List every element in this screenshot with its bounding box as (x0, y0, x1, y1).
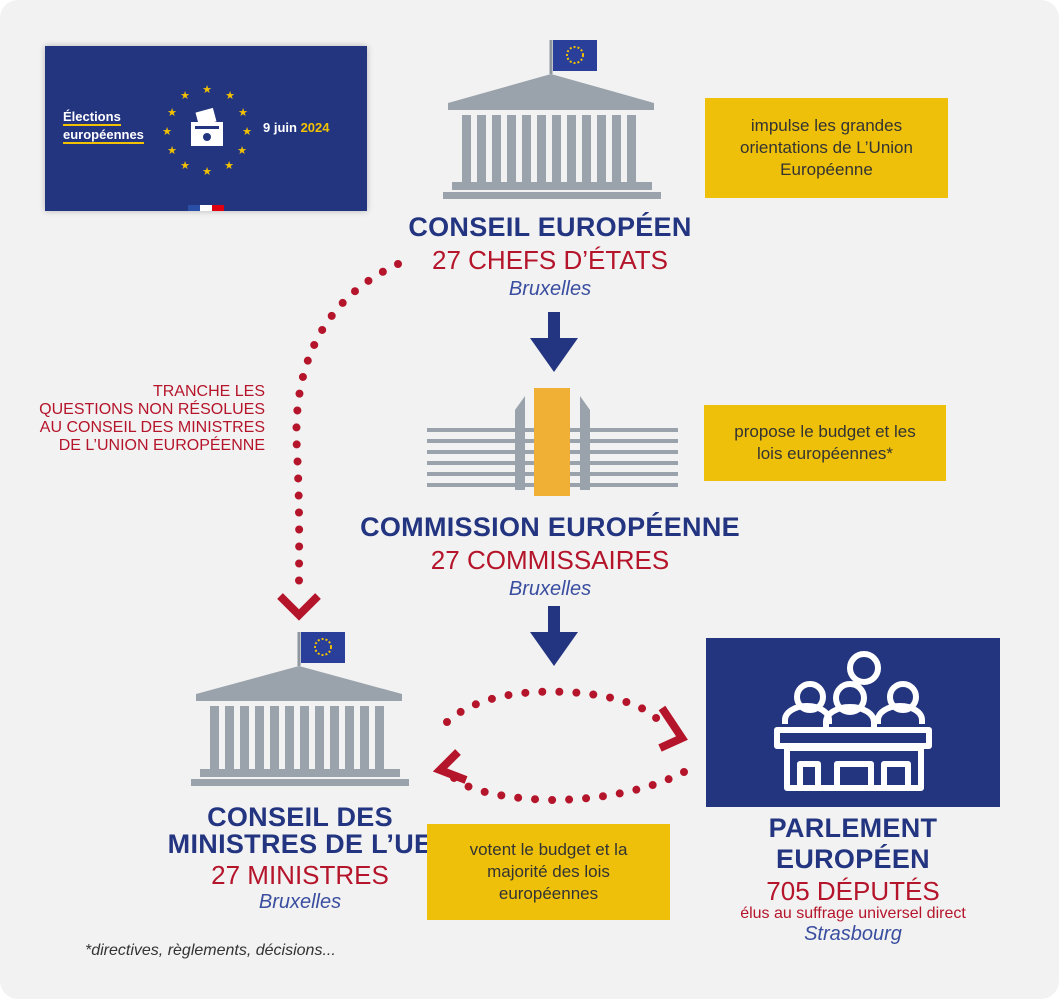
dotted-arrow-path (443, 687, 664, 726)
badge-title-line2: européennes (63, 127, 144, 144)
commission-block: COMMISSION EUROPÉENNE 27 COMMISSAIRES Br… (350, 512, 750, 601)
side-note-line1: TRANCHE LES (152, 383, 265, 400)
conseil-ministres-title-line2: MINISTRES DE L’UE (167, 829, 433, 859)
commission-role-box: propose le budget et les lois européenne… (704, 405, 946, 481)
building-icon (191, 632, 409, 786)
conseil-ministres-city: Bruxelles (258, 891, 342, 913)
svg-text:★: ★ (180, 159, 190, 172)
joint-role-box: votent le budget et la majorité des lois… (427, 824, 670, 920)
arrowhead-left-icon (432, 749, 468, 784)
conseil-europeen-role: impulse les grandes orientations de L’Un… (740, 116, 913, 179)
side-note-line4: DE L’UNION EUROPÉENNE (58, 437, 265, 454)
parlement-subtitle: élus au suffrage universel direct (740, 905, 966, 922)
commission-role: propose le budget et les lois européenne… (734, 422, 916, 463)
svg-text:★: ★ (237, 144, 247, 157)
svg-text:★: ★ (238, 106, 248, 119)
parliament-icon (706, 638, 1000, 807)
badge-title-line1: Élections (63, 109, 121, 126)
side-note: TRANCHE LES QUESTIONS NON RÉSOLUES AU CO… (20, 383, 265, 455)
joint-role: votent le budget et la majorité des lois… (469, 840, 628, 903)
arrow-down-icon (530, 312, 578, 372)
svg-text:★: ★ (202, 165, 212, 178)
svg-text:★: ★ (167, 144, 177, 157)
badge-date-day: 9 juin (263, 120, 297, 135)
svg-text:★: ★ (202, 83, 212, 96)
dotted-arrow-path (292, 260, 402, 589)
eu-flag-icon (301, 632, 345, 663)
commission-count: 27 COMMISSAIRES (430, 545, 670, 575)
svg-text:★: ★ (167, 106, 177, 119)
svg-text:★: ★ (224, 159, 234, 172)
arrowhead-down-icon (277, 593, 321, 621)
eu-flag-icon (553, 40, 597, 71)
side-note-line3: AU CONSEIL DES MINISTRES (39, 419, 265, 436)
parlement-count: 705 DÉPUTÉS (766, 876, 940, 906)
conseil-europeen-city: Bruxelles (508, 278, 592, 300)
elections-badge: Élections européennes ★★★ ★★★ ★★★ ★★★ 9 … (45, 46, 367, 211)
conseil-europeen-role-box: impulse les grandes orientations de L’Un… (705, 98, 948, 198)
parlement-block: PARLEMENT EUROPÉEN 705 DÉPUTÉS élus au s… (693, 813, 1013, 946)
ballot-box-icon: ★★★ ★★★ ★★★ ★★★ (162, 83, 252, 178)
arrowhead-right-icon (658, 705, 688, 752)
svg-text:★: ★ (225, 89, 235, 102)
parlement-title: PARLEMENT EUROPÉEN (768, 813, 938, 874)
conseil-ministres-block: CONSEIL DES MINISTRES DE L’UE 27 MINISTR… (150, 804, 450, 914)
commission-building-icon (427, 388, 678, 496)
building-icon (443, 40, 661, 199)
commission-city: Bruxelles (508, 578, 592, 600)
commission-title: COMMISSION EUROPÉENNE (360, 512, 740, 542)
badge-date-year: 2024 (300, 120, 330, 135)
dotted-arrow-path (448, 768, 688, 805)
french-flag-icon (188, 205, 224, 211)
badge-title: Élections européennes (63, 108, 144, 144)
footnote: *directives, règlements, décisions... (85, 942, 336, 959)
conseil-europeen-title: CONSEIL EUROPÉEN (408, 212, 692, 242)
conseil-europeen-count: 27 CHEFS D’ÉTATS (432, 245, 668, 275)
arrow-down-icon (530, 606, 578, 666)
conseil-europeen-block: CONSEIL EUROPÉEN 27 CHEFS D’ÉTATS Bruxel… (380, 212, 720, 301)
svg-text:★: ★ (162, 125, 172, 138)
svg-text:★: ★ (242, 125, 252, 138)
badge-date: 9 juin 2024 (263, 120, 330, 135)
conseil-ministres-title-line1: CONSEIL DES (207, 802, 393, 832)
svg-text:★: ★ (180, 89, 190, 102)
side-note-line2: QUESTIONS NON RÉSOLUES (39, 401, 265, 418)
conseil-ministres-count: 27 MINISTRES (211, 860, 389, 890)
parlement-city: Strasbourg (804, 923, 902, 945)
